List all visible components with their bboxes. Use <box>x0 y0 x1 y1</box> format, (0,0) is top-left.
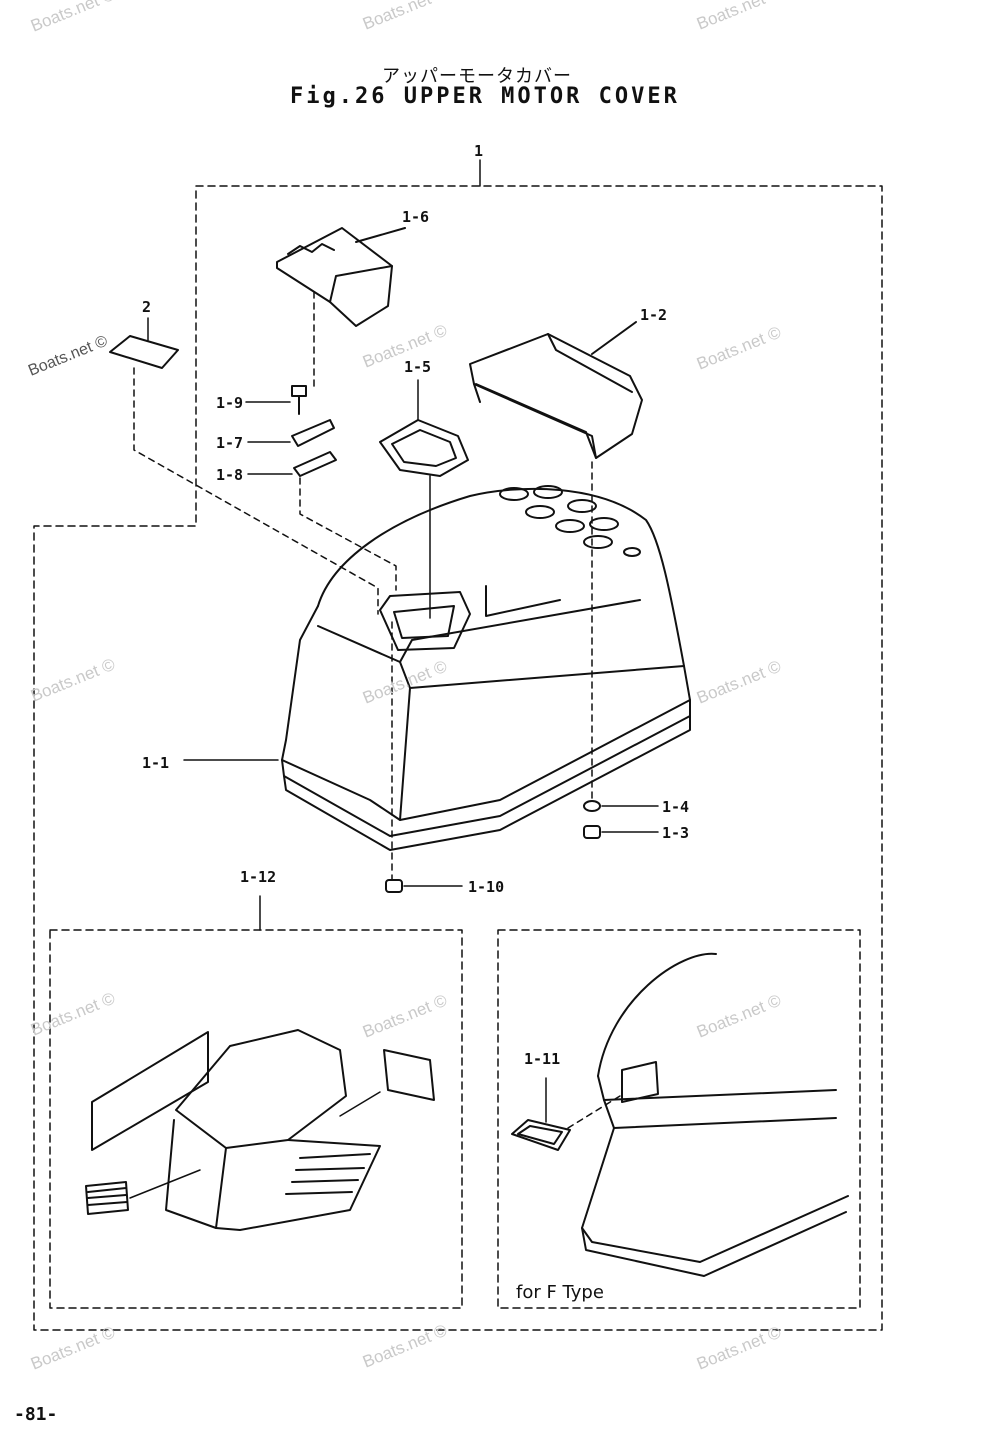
part-1-9-bolt <box>245 385 307 415</box>
label-part-1-6: 1-6 <box>402 208 429 226</box>
label-part-1-11: 1-11 <box>524 1050 560 1068</box>
part-1-12-decal-box <box>49 895 463 1309</box>
part-1-10-nut <box>385 879 463 893</box>
label-part-1-5: 1-5 <box>404 358 431 376</box>
part-1-3-nut <box>583 825 659 839</box>
part-1-6-cover-plate <box>276 227 406 389</box>
label-part-1-1: 1-1 <box>142 754 169 772</box>
label-part-2: 2 <box>142 298 151 316</box>
f-type-variant-box <box>497 929 861 1309</box>
part-1-5-gasket <box>379 379 469 619</box>
label-part-1-9: 1-9 <box>216 394 243 412</box>
part-1-2-rear-cover <box>469 321 643 799</box>
label-part-1: 1 <box>474 142 483 160</box>
label-part-1-8: 1-8 <box>216 466 243 484</box>
label-part-1-7: 1-7 <box>216 434 243 452</box>
page-number: -81- <box>14 1404 58 1425</box>
part-1-1-main-cover <box>183 485 691 881</box>
label-part-1-3: 1-3 <box>662 824 689 842</box>
label-part-1-4: 1-4 <box>662 798 689 816</box>
part-2-label <box>109 317 379 615</box>
f-type-note: for F Type <box>516 1282 604 1303</box>
part-1-7-clip <box>247 419 335 447</box>
label-part-1-2: 1-2 <box>640 306 667 324</box>
part-1-8-plate <box>247 451 397 591</box>
label-part-1-10: 1-10 <box>468 878 504 896</box>
title-japanese: アッパーモータカバー <box>382 66 572 87</box>
figure-title: Fig.26 UPPER MOTOR COVER <box>290 84 680 109</box>
assembly-1-boundary <box>33 159 883 1331</box>
part-1-4-washer <box>583 800 659 812</box>
label-part-1-12: 1-12 <box>240 868 276 886</box>
